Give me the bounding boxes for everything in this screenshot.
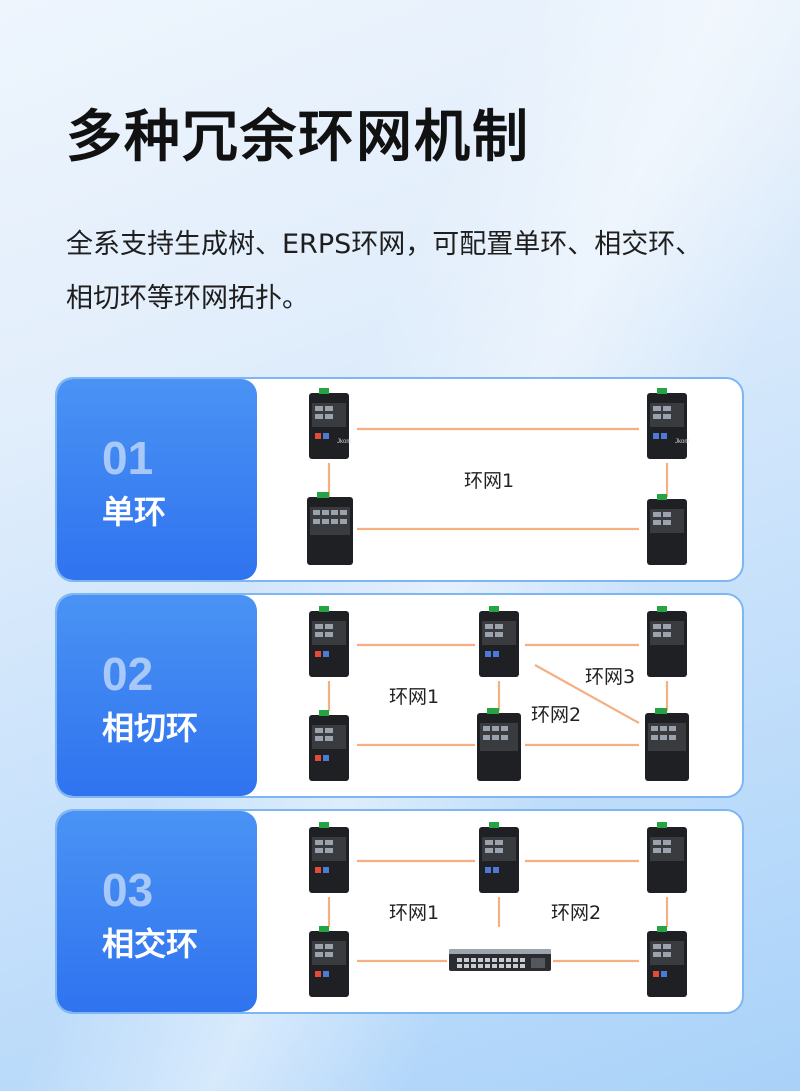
link-line bbox=[534, 664, 640, 724]
ring-label: 环网1 bbox=[389, 902, 439, 924]
ring-label: 环网2 bbox=[551, 902, 601, 924]
page-title: 多种冗余环网机制 bbox=[66, 105, 530, 170]
panel-single-ring: 01 单环 Jkom bbox=[55, 377, 744, 582]
industrial-switch-icon bbox=[645, 708, 689, 781]
panel-intersecting-ring: 03 相交环 bbox=[55, 809, 744, 1014]
svg-text:Jkom: Jkom bbox=[675, 439, 689, 445]
panel-side-tab: 01 单环 bbox=[57, 379, 257, 580]
ring-label: 环网1 bbox=[464, 470, 514, 492]
industrial-switch-icon: Jkom bbox=[647, 388, 689, 459]
svg-text:Jkom: Jkom bbox=[337, 439, 351, 445]
topology-diagram: 环网1 环网2 环网3 bbox=[257, 595, 742, 796]
industrial-switch-icon bbox=[479, 606, 519, 677]
ring-label: 环网1 bbox=[389, 686, 439, 708]
industrial-switch-icon bbox=[309, 926, 349, 997]
panel-name: 相交环 bbox=[102, 925, 199, 963]
industrial-switch-icon bbox=[309, 710, 349, 781]
rack-switch-icon bbox=[449, 949, 551, 971]
industrial-switch-icon bbox=[647, 606, 687, 677]
panel-side-tab: 03 相交环 bbox=[57, 811, 257, 1012]
industrial-switch-icon: Jkom bbox=[309, 388, 351, 459]
page-description: 全系支持生成树、ERPS环网，可配置单环、相交环、相切环等环网拓扑。 bbox=[66, 229, 703, 314]
topology-diagram: Jkom Jkom bbox=[257, 379, 742, 580]
panel-number: 02 bbox=[102, 648, 154, 700]
panel-number: 03 bbox=[102, 864, 154, 916]
industrial-switch-icon bbox=[309, 822, 349, 893]
panel-tangent-ring: 02 相切环 bbox=[55, 593, 744, 798]
panel-name: 单环 bbox=[102, 493, 167, 531]
industrial-switch-icon bbox=[647, 822, 687, 893]
industrial-switch-icon bbox=[479, 822, 519, 893]
panel-number: 01 bbox=[102, 432, 154, 484]
topology-diagram: 环网1 环网2 bbox=[257, 811, 742, 1012]
industrial-switch-icon bbox=[307, 492, 353, 565]
ring-label: 环网2 bbox=[531, 704, 581, 726]
industrial-switch-icon bbox=[477, 708, 521, 781]
ring-label: 环网3 bbox=[585, 666, 635, 688]
panel-side-tab: 02 相切环 bbox=[57, 595, 257, 796]
industrial-switch-icon bbox=[309, 606, 349, 677]
industrial-switch-icon bbox=[647, 494, 687, 565]
panel-name: 相切环 bbox=[102, 709, 199, 747]
industrial-switch-icon bbox=[647, 926, 687, 997]
